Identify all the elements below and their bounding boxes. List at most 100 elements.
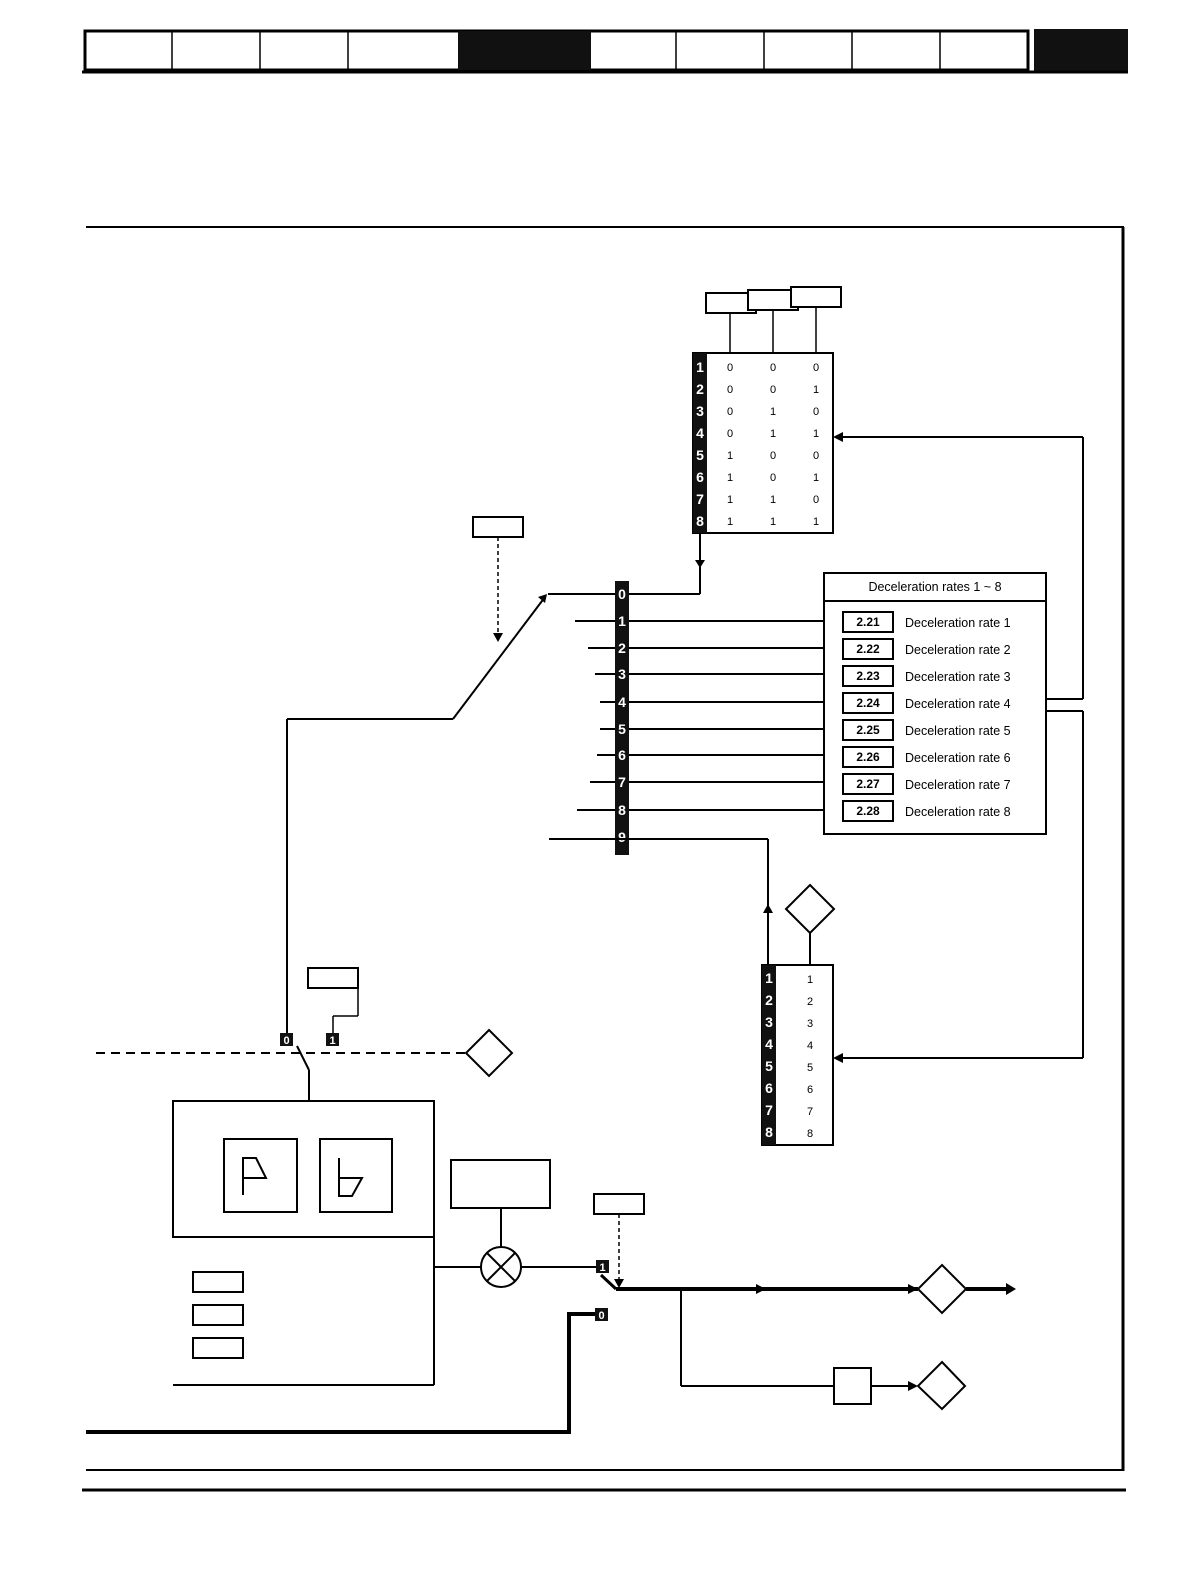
lower-table-value: 4 [807, 1040, 813, 1052]
selector-position-number: 1 [618, 613, 626, 629]
decel-rate-code-box [842, 746, 894, 768]
binary-table-cell: 1 [727, 450, 733, 462]
decel-rate-label: Deceleration rate 5 [905, 724, 1011, 738]
decel-rate-label: Deceleration rate 3 [905, 670, 1011, 684]
diagram-frame [82, 226, 1126, 1492]
selector-position-number: 9 [618, 829, 626, 845]
decel-rate-label: Deceleration rate 6 [905, 751, 1011, 765]
binary-table-cell: 1 [770, 494, 776, 506]
accel-ramp-icon [242, 1157, 268, 1195]
mode-parameter-box [307, 967, 359, 989]
decel-rate-code: 2.21 [856, 615, 880, 629]
decel-rate-code-box [842, 800, 894, 822]
binary-table-cell: 0 [770, 472, 776, 484]
binary-table-cell: 1 [770, 428, 776, 440]
lower-table-value: 6 [807, 1084, 813, 1096]
lower-table-value: 8 [807, 1128, 813, 1140]
binary-table-cell: 0 [813, 406, 819, 418]
decel-ramp-icon [338, 1158, 364, 1197]
binary-table-index: 3 [696, 403, 704, 419]
decel-rate-code: 2.22 [856, 642, 880, 656]
binary-table-cell: 0 [727, 406, 733, 418]
lower-table-diamond [784, 883, 836, 935]
selector-position-number: 8 [618, 802, 626, 818]
binary-table-cell: 1 [727, 494, 733, 506]
selector-position-number: 6 [618, 747, 626, 763]
decel-rate-code-box [842, 611, 894, 633]
lower-table-value: 7 [807, 1106, 813, 1118]
mode-switch: 0 1 [96, 967, 514, 1101]
decel-rate-code: 2.26 [856, 750, 880, 764]
output-section: 1 0 [86, 1159, 1016, 1434]
lower-table-index: 6 [765, 1080, 773, 1096]
feedback-loops [833, 432, 1084, 1063]
decel-rate-code: 2.28 [856, 804, 880, 818]
lower-table-index: 2 [765, 992, 773, 1008]
output-select-parameter-box [593, 1193, 645, 1215]
binary-table-index: 5 [696, 447, 704, 463]
lower-table-index: 5 [765, 1058, 773, 1074]
binary-table-cell: 1 [770, 516, 776, 528]
binary-table-cell: 0 [727, 428, 733, 440]
binary-table-index: 8 [696, 513, 704, 529]
binary-table-index: 7 [696, 491, 704, 507]
binary-table-index: 6 [696, 469, 704, 485]
binary-table-cell: 0 [770, 450, 776, 462]
decel-rate-code-box [842, 692, 894, 714]
decel-rate-code-box [842, 773, 894, 795]
binary-table-cell: 1 [727, 472, 733, 484]
filter-box [833, 1367, 872, 1405]
lower-table-index: 4 [765, 1036, 773, 1052]
decel-rate-code-box [842, 638, 894, 660]
lower-table-value: 3 [807, 1018, 813, 1030]
selector-position-number: 7 [618, 774, 626, 790]
scaling-box [450, 1159, 551, 1209]
decel-rate-label: Deceleration rate 8 [905, 805, 1011, 819]
binary-table-index: 1 [696, 359, 704, 375]
binary-select-parameters [705, 286, 842, 353]
binary-table-cell: 1 [813, 472, 819, 484]
output-diamond [916, 1263, 968, 1315]
lower-table-index: 3 [765, 1014, 773, 1030]
lower-table-index: 8 [765, 1124, 773, 1140]
secondary-output-diamond [916, 1360, 967, 1411]
lower-table-index: 7 [765, 1102, 773, 1118]
decel-rate-code-box [842, 665, 894, 687]
decel-panel-title: Deceleration rates 1 ~ 8 [868, 580, 1001, 594]
binary-table-cell: 1 [770, 406, 776, 418]
selector-position-number: 5 [618, 721, 626, 737]
decel-rate-code: 2.24 [856, 696, 880, 710]
selector-position-number: 3 [618, 666, 626, 682]
decel-rate-label: Deceleration rate 2 [905, 643, 1011, 657]
binary-table-index: 2 [696, 381, 704, 397]
selector-position-number: 0 [618, 586, 626, 602]
binary-table-cell: 0 [770, 362, 776, 374]
decel-rate-code: 2.23 [856, 669, 880, 683]
decel-rate-label: Deceleration rate 4 [905, 697, 1011, 711]
header-tab-strip [82, 29, 1128, 74]
decel-rate-label: Deceleration rate 1 [905, 616, 1011, 630]
binary-table-cell: 0 [727, 362, 733, 374]
decel-rate-code: 2.27 [856, 777, 880, 791]
rate-select-parameter-box [472, 516, 524, 538]
binary-table-cell: 1 [813, 516, 819, 528]
lower-table-index: 1 [765, 970, 773, 986]
lower-table-value: 5 [807, 1062, 813, 1074]
svg-text:1: 1 [599, 1262, 605, 1274]
binary-table-cell: 1 [813, 384, 819, 396]
selector-position-number: 4 [618, 694, 626, 710]
binary-table-cell: 0 [813, 362, 819, 374]
binary-table-cell: 0 [770, 384, 776, 396]
binary-table-cell: 0 [727, 384, 733, 396]
svg-text:1: 1 [329, 1035, 335, 1047]
decel-rate-label: Deceleration rate 7 [905, 778, 1011, 792]
decel-rate-code-box [842, 719, 894, 741]
selector-switch-arm [286, 516, 547, 1033]
binary-table-cell: 1 [727, 516, 733, 528]
svg-text:0: 0 [283, 1035, 289, 1047]
